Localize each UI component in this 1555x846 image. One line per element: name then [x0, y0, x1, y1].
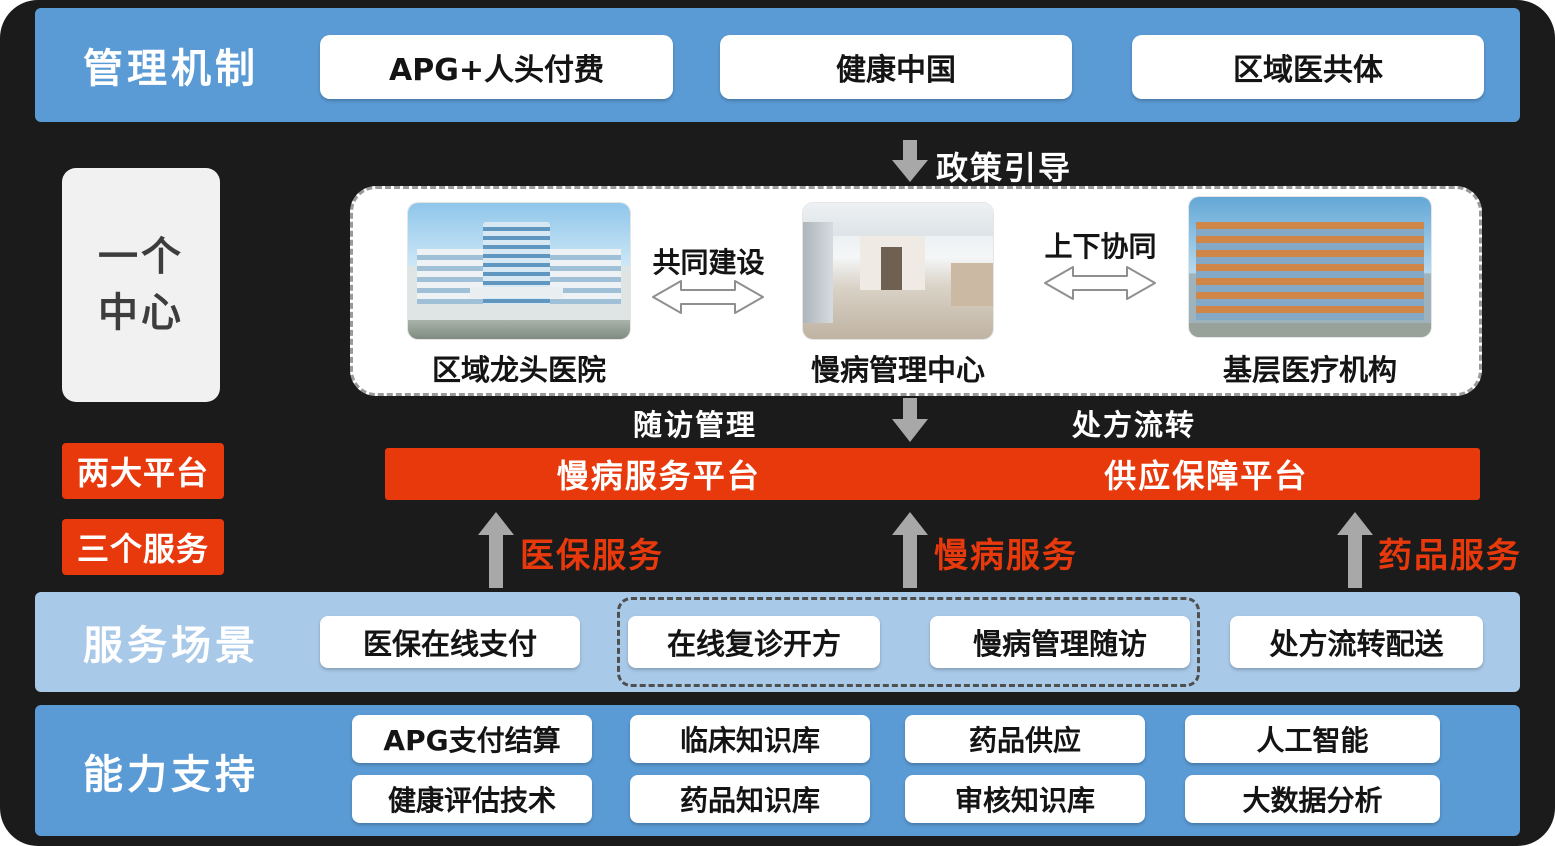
facility-building-shape — [1196, 222, 1424, 321]
center-down-arrow-icon — [892, 398, 928, 442]
scene-item-online-prescribing: 在线复诊开方 — [628, 616, 880, 668]
one-center-box: 一个 中心 — [62, 168, 220, 402]
three-services-tag: 三个服务 — [62, 519, 224, 575]
link-label-vertical-coordination: 上下协同 — [1044, 230, 1157, 263]
capability-drug-supply: 药品供应 — [905, 715, 1145, 763]
up-arrow-icon-drug — [1337, 512, 1373, 588]
corridor-door-shape — [880, 246, 902, 291]
flow-label-prescription-flow: 处方流转 — [1072, 408, 1197, 442]
node-label-regional-hospital: 区域龙头医院 — [431, 353, 606, 387]
capabilities-band-label: 能力支持 — [83, 751, 259, 798]
two-platforms-tag: 两大平台 — [62, 443, 224, 499]
capability-big-data: 大数据分析 — [1185, 775, 1440, 823]
capability-drug-kb: 药品知识库 — [630, 775, 870, 823]
double-arrow-icon-right — [1044, 266, 1156, 300]
one-center-line1: 一个 — [98, 234, 184, 280]
chronic-disease-center-photo — [803, 203, 993, 339]
capability-apg-settlement: APG支付结算 — [352, 715, 592, 763]
flow-label-followup-management: 随访管理 — [633, 408, 758, 442]
center-group: 区域龙头医院 共同建设 慢病管理中心 上下协同 基层医疗机构 — [350, 186, 1482, 396]
service-label-drug: 药品服务 — [1378, 536, 1522, 576]
scene-item-online-payment: 医保在线支付 — [320, 616, 580, 668]
node-label-primary-care: 基层医疗机构 — [1222, 353, 1397, 387]
service-scenes-band: 服务场景 医保在线支付 在线复诊开方 慢病管理随访 处方流转配送 — [35, 592, 1520, 692]
up-arrow-icon-insurance — [478, 512, 514, 588]
service-label-chronic: 慢病服务 — [934, 536, 1078, 576]
capabilities-band: 能力支持 APG支付结算 临床知识库 药品供应 人工智能 健康评估技术 药品知识… — [35, 705, 1520, 836]
scene-item-prescription-delivery: 处方流转配送 — [1230, 616, 1483, 668]
node-label-chronic-center: 慢病管理中心 — [810, 353, 985, 387]
up-arrow-icon-chronic — [892, 512, 928, 588]
scene-dashed-group — [617, 597, 1200, 687]
scene-item-followup: 慢病管理随访 — [930, 616, 1190, 668]
platform-supply-guarantee: 供应保障平台 — [1104, 457, 1309, 495]
corridor-wall-shape — [803, 222, 834, 323]
service-label-insurance: 医保服务 — [520, 536, 664, 576]
hospital-ground-shape — [408, 319, 630, 339]
link-label-joint-construction: 共同建设 — [652, 246, 765, 279]
primary-care-facility-photo — [1189, 197, 1431, 337]
management-item-apg-capitation: APG+人头付费 — [320, 35, 673, 99]
policy-arrow-label: 政策引导 — [936, 149, 1073, 187]
capability-health-assessment: 健康评估技术 — [352, 775, 592, 823]
corridor-counter-shape — [951, 262, 993, 307]
management-item-healthy-china: 健康中国 — [720, 35, 1072, 99]
capability-ai: 人工智能 — [1185, 715, 1440, 763]
regional-hospital-photo — [408, 203, 630, 339]
facility-ground-shape — [1189, 323, 1431, 337]
service-scenes-band-label: 服务场景 — [83, 623, 259, 669]
management-band: 管理机制 APG+人头付费 健康中国 区域医共体 — [35, 8, 1520, 122]
capability-review-kb: 审核知识库 — [905, 775, 1145, 823]
hospital-canopy-shape — [470, 287, 564, 299]
one-center-line2: 中心 — [98, 290, 184, 336]
management-item-regional-medical-community: 区域医共体 — [1132, 35, 1484, 99]
corridor-ceiling-shape — [803, 203, 993, 236]
policy-down-arrow-icon — [892, 140, 928, 182]
platform-chronic-service: 慢病服务平台 — [556, 457, 761, 495]
double-arrow-icon-left — [652, 280, 764, 314]
capability-clinical-kb: 临床知识库 — [630, 715, 870, 763]
platforms-bar: 慢病服务平台 供应保障平台 — [385, 448, 1480, 500]
management-band-label: 管理机制 — [83, 46, 259, 92]
